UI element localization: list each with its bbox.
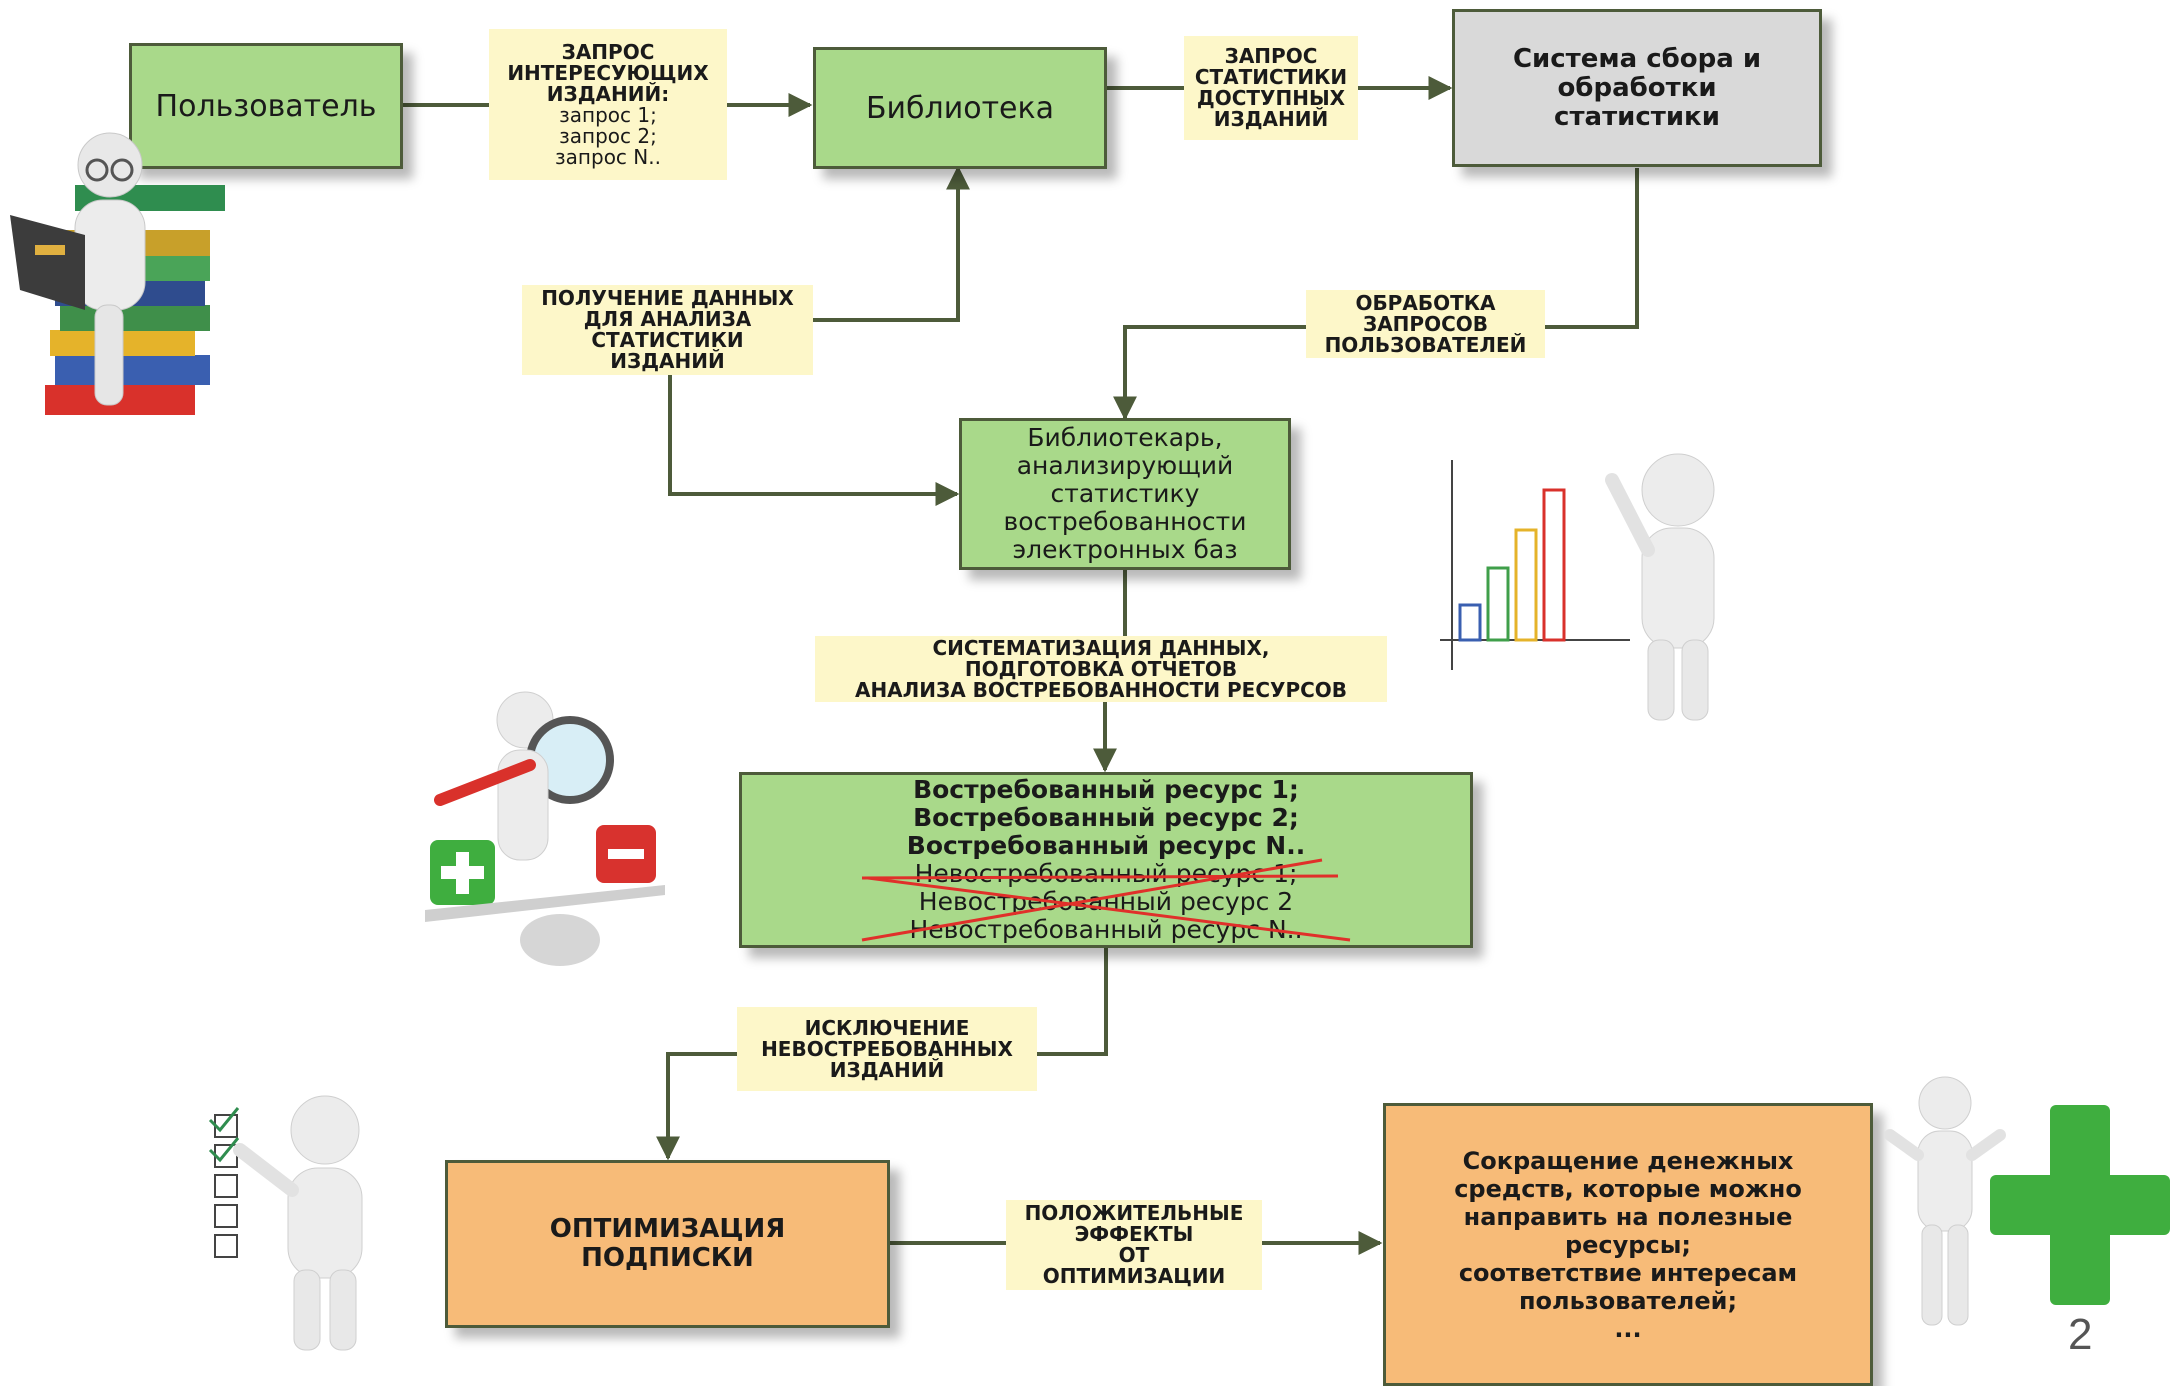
label-line: ПОЛОЖИТЕЛЬНЫЕ [1024,1201,1244,1225]
chart-drawing-person-icon [1440,453,1715,721]
label-line: ИЗДАНИЙ [610,349,725,373]
label-line: ИЗДАНИЙ: [546,81,670,106]
node-user-label: Пользователь [155,88,377,124]
effects-line: Сокращение денежных [1462,1146,1794,1175]
label-line: ИСКЛЮЧЕНИЕ [804,1015,970,1040]
not-in-demand-resource: Невостребованный ресурс 2 [918,887,1294,916]
edge-label-request-titles: ЗАПРОС ИНТЕРЕСУЮЩИХ ИЗДАНИЙ: запрос 1; з… [489,29,727,180]
node-optimization: ОПТИМИЗАЦИЯ ПОДПИСКИ [445,1160,890,1328]
label-line: ПОДГОТОВКА ОТЧЕТОВ [964,656,1238,681]
effects-line: соответствие интересам [1458,1258,1798,1287]
label-line: ЭФФЕКТЫ [1074,1222,1194,1246]
magnifier-scale-person-icon [425,691,665,966]
optimization-line: ПОДПИСКИ [581,1243,754,1273]
label-line: запрос N.. [555,144,661,169]
librarian-line: Библиотекарь, [1027,423,1223,452]
optimization-line: ОПТИМИЗАЦИЯ [549,1214,786,1244]
librarian-line: анализирующий [1016,451,1234,480]
effects-line: ... [1614,1314,1642,1343]
node-library-label: Библиотека [865,90,1055,126]
librarian-line: востребованности [1003,507,1247,536]
thumbs-up-person-plus-icon [1884,1076,2170,1326]
effects-line: пользователей; [1518,1286,1738,1315]
node-user: Пользователь [129,43,403,169]
stats-system-line: Система сбора и [1512,43,1762,74]
edge-label-request-stats: ЗАПРОС СТАТИСТИКИ ДОСТУПНЫХ ИЗДАНИЙ [1184,36,1358,140]
label-line: ПОЛЬЗОВАТЕЛЕЙ [1324,332,1527,357]
label-line: запрос 1; [559,102,657,127]
label-line: ЗАПРОС [1224,44,1318,68]
stats-system-line: обработки [1557,72,1717,103]
librarian-line: электронных баз [1012,535,1238,564]
label-line: ПОЛУЧЕНИЕ ДАННЫХ [541,286,794,310]
node-effects: Сокращение денежных средств, которые мож… [1383,1103,1873,1386]
checklist-person-icon [208,1095,363,1351]
label-line: ИЗДАНИЙ [1213,107,1329,131]
not-in-demand-resource: Невостребованный ресурс 1; [914,859,1298,888]
librarian-line: статистику [1050,479,1200,508]
label-line: СИСТЕМАТИЗАЦИЯ ДАННЫХ, [932,635,1270,660]
edge-label-process-requests: ОБРАБОТКА ЗАПРОСОВ ПОЛЬЗОВАТЕЛЕЙ [1306,290,1545,358]
label-line: ОТ [1118,1243,1150,1267]
label-line: ИЗДАНИЙ [829,1057,945,1082]
page-number: 2 [2068,1310,2093,1359]
node-librarian: Библиотекарь, анализирующий статистику в… [959,418,1291,570]
label-line: СТАТИСТИКИ [591,328,744,352]
reading-person-books-icon [10,132,225,415]
effects-line: ресурсы; [1564,1230,1692,1259]
node-stats-system: Система сбора и обработки статистики [1452,9,1822,167]
node-library: Библиотека [813,47,1107,169]
label-line: ДЛЯ АНАЛИЗА [583,307,752,331]
label-line: ОПТИМИЗАЦИИ [1042,1264,1226,1288]
label-line: ЗАПРОСОВ [1362,311,1488,336]
label-line: СТАТИСТИКИ [1194,65,1348,89]
edge-label-exclude: ИСКЛЮЧЕНИЕ НЕВОСТРЕБОВАННЫХ ИЗДАНИЙ [737,1007,1037,1091]
label-line: запрос 2; [559,123,657,148]
node-resources: Востребованный ресурс 1; Востребованный … [739,772,1473,948]
label-line: ИНТЕРЕСУЮЩИХ [507,60,709,85]
effects-line: средств, которые можно [1454,1174,1802,1203]
edge-label-get-data: ПОЛУЧЕНИЕ ДАННЫХ ДЛЯ АНАЛИЗА СТАТИСТИКИ … [522,285,813,375]
label-line: ЗАПРОС [561,39,655,64]
stats-system-line: статистики [1554,101,1720,132]
label-line: ОБРАБОТКА [1355,290,1496,315]
label-line: ДОСТУПНЫХ [1196,86,1346,110]
label-line: НЕВОСТРЕБОВАННЫХ [761,1036,1013,1061]
in-demand-resource: Востребованный ресурс N.. [906,831,1306,860]
in-demand-resource: Востребованный ресурс 1; [913,775,1299,804]
edge-get-data-to-librarian [668,373,960,506]
in-demand-resource: Востребованный ресурс 2; [913,803,1299,832]
label-line: АНАЛИЗА ВОСТРЕБОВАННОСТИ РЕСУРСОВ [854,677,1348,702]
edge-label-systematize: СИСТЕМАТИЗАЦИЯ ДАННЫХ, ПОДГОТОВКА ОТЧЕТО… [815,636,1387,702]
not-in-demand-resource: Невостребованный ресурс N.. [909,915,1303,944]
edge-get-data-to-library [812,165,970,322]
edge-label-positive-effects: ПОЛОЖИТЕЛЬНЫЕ ЭФФЕКТЫ ОТ ОПТИМИЗАЦИИ [1006,1200,1262,1290]
effects-line: направить на полезные [1463,1202,1793,1231]
